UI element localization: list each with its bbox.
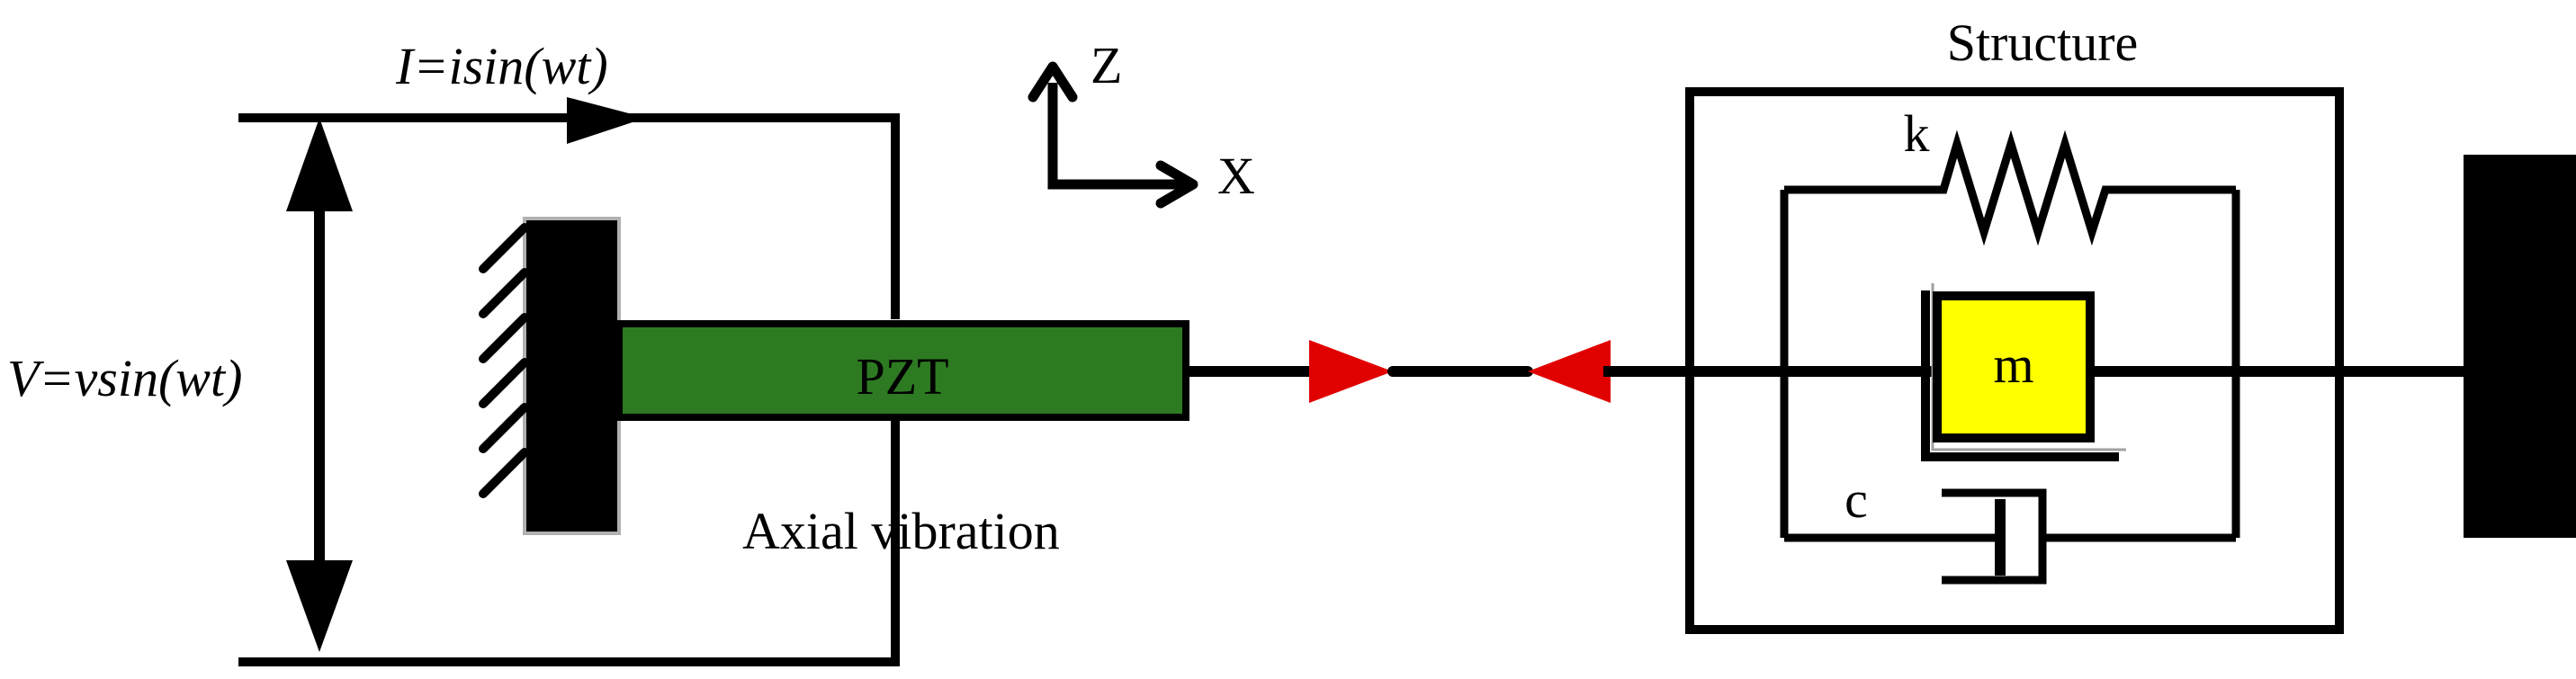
fixed-wall: [479, 217, 621, 535]
arrow-down-icon: [286, 560, 353, 652]
coordinate-axes: Z X: [1028, 36, 1255, 209]
z-axis-label: Z: [1091, 36, 1122, 94]
z-arrow-icon: [1028, 61, 1078, 103]
wall-block: [523, 217, 621, 535]
voltage-label: V=vsin(wt): [7, 349, 242, 407]
axial-vibration-label: Axial vibration: [742, 502, 1060, 560]
mass-block: [1933, 291, 2095, 442]
arrow-up-icon: [286, 118, 353, 211]
x-arrow-icon: [1155, 160, 1198, 209]
mass-label: m: [1993, 335, 2033, 394]
spring-icon: [1784, 130, 2236, 246]
x-axis-label: X: [1217, 147, 1255, 205]
bottom-wire: [238, 364, 900, 666]
pzt-label: PZT: [856, 347, 948, 406]
red-arrow-right-icon: [1309, 340, 1393, 403]
ground-support: [2464, 155, 2576, 538]
pzt-bar: [615, 320, 1189, 421]
pzt-actuator: PZT: [615, 320, 1189, 421]
current-arrow-icon: [567, 97, 646, 144]
damper-label: c: [1844, 470, 1868, 529]
top-wire: [238, 113, 900, 319]
spring-label: k: [1904, 104, 1930, 163]
voltage-arrow: [286, 118, 353, 652]
structure-frame: [1685, 87, 2344, 634]
wall-hatching: [479, 223, 529, 498]
contact-link: [1186, 340, 1611, 403]
axes-lines: [1047, 83, 1188, 190]
structure-label: Structure: [1947, 13, 2139, 72]
current-label: I=isin(wt): [395, 37, 608, 95]
circuit-loop: [238, 97, 900, 666]
structure: Structure k c m: [1603, 13, 2464, 634]
red-arrow-left-icon: [1528, 340, 1611, 403]
mass-guide-outer: [1921, 290, 2119, 461]
